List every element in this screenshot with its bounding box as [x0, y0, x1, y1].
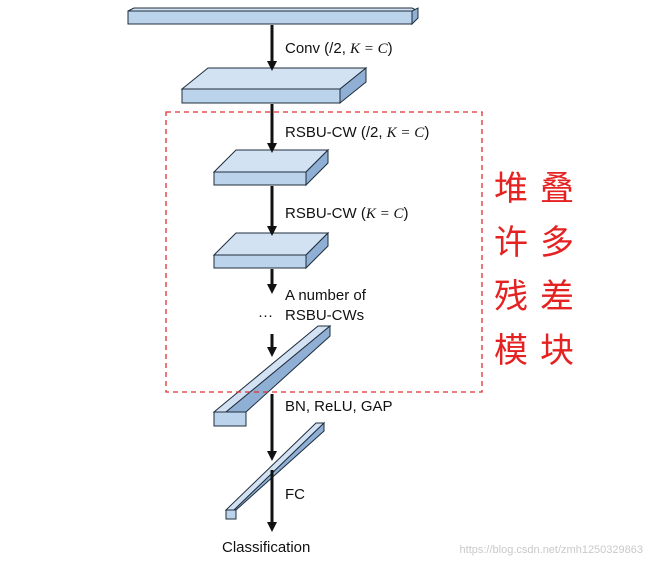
- annotation-char: 块: [540, 331, 574, 371]
- annotation-char: 差: [540, 277, 574, 317]
- fc-label: FC: [285, 486, 305, 503]
- stacked-residual-blocks-box: [165, 111, 483, 393]
- many-label-line1: A number of: [285, 287, 367, 304]
- ellipsis: ···: [258, 307, 273, 324]
- rsbu-block-1: [212, 148, 330, 187]
- annotation-char: 多: [540, 223, 574, 263]
- conv-output-block: [180, 66, 368, 105]
- classification-label: Classification: [222, 539, 310, 556]
- rsbu1-label: RSBU-CW (/2, K = C): [285, 124, 429, 141]
- annotation-char: 模: [494, 331, 528, 371]
- input-block: [127, 7, 419, 26]
- annotation-char: 残: [494, 277, 528, 317]
- rsbu-block-2: [212, 231, 330, 270]
- annotation-char: 叠: [540, 169, 574, 209]
- watermark: https://blog.csdn.net/zmh1250329863: [460, 544, 643, 556]
- fc-block: [224, 421, 326, 520]
- annotation-char: 堆: [494, 169, 528, 209]
- rsbu-block-final: [212, 324, 332, 427]
- annotation: 堆 许 残 模 叠 多 差 块: [494, 169, 574, 371]
- conv-label: Conv (/2, K = C): [285, 40, 393, 57]
- rsbu2-label: RSBU-CW (K = C): [285, 205, 408, 222]
- many-label-line2: RSBU-CWs: [285, 307, 364, 324]
- annotation-char: 许: [494, 223, 528, 263]
- bn-relu-gap-label: BN, ReLU, GAP: [285, 398, 393, 415]
